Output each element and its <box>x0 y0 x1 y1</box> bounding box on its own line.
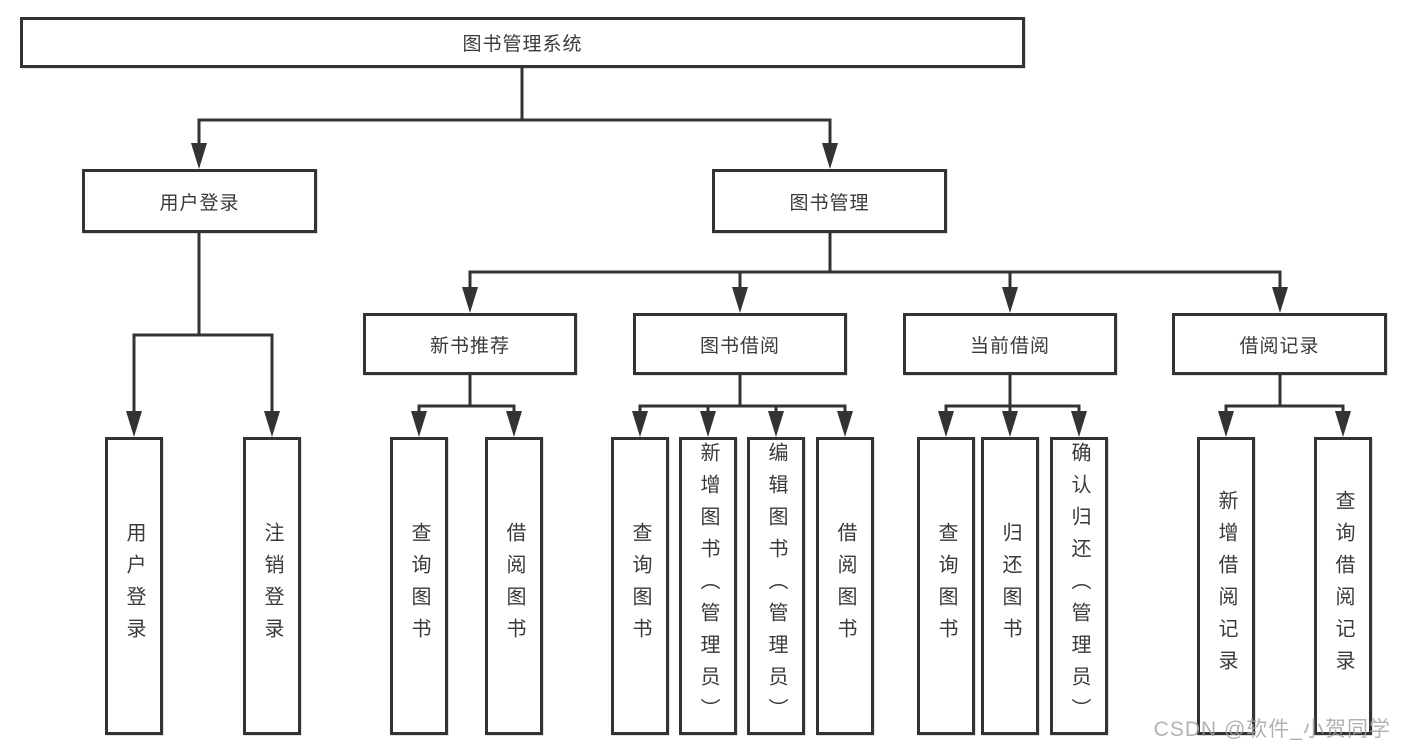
node-current-borrowing: 当前借阅 <box>903 313 1117 375</box>
leaf-user-login: 用户登录 <box>105 437 163 735</box>
leaf-query-borrow-record: 查询借阅记录 <box>1314 437 1372 735</box>
leaf-query-books-current: 查询图书 <box>917 437 975 735</box>
node-book-borrowing: 图书借阅 <box>633 313 847 375</box>
leaf-add-borrow-record: 新增借阅记录 <box>1197 437 1255 735</box>
watermark: CSDN @软件_小贺同学 <box>1153 718 1391 741</box>
leaf-borrow-books-recommend: 借阅图书 <box>485 437 543 735</box>
leaf-add-books-admin: 新增图书（管理员） <box>679 437 737 735</box>
leaf-logout: 注销登录 <box>243 437 301 735</box>
leaf-return-books: 归还图书 <box>981 437 1039 735</box>
leaf-query-books-borrowing: 查询图书 <box>611 437 669 735</box>
node-user-login: 用户登录 <box>82 169 317 233</box>
leaf-confirm-return-admin: 确认归还（管理员） <box>1050 437 1108 735</box>
node-book-management: 图书管理 <box>712 169 947 233</box>
leaf-borrow-books: 借阅图书 <box>816 437 874 735</box>
node-borrowing-records: 借阅记录 <box>1172 313 1387 375</box>
node-library-management-system: 图书管理系统 <box>20 17 1025 68</box>
node-new-book-recommendation: 新书推荐 <box>363 313 577 375</box>
leaf-edit-books-admin: 编辑图书（管理员） <box>747 437 805 735</box>
leaf-query-books-recommend: 查询图书 <box>390 437 448 735</box>
